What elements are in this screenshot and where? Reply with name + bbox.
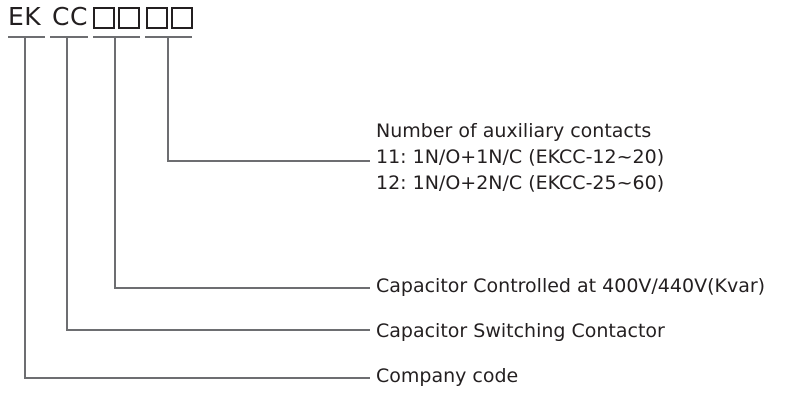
callout-auxiliary-title: Number of auxiliary contacts [376, 120, 652, 142]
callout-auxiliary-option-12: 12: 1N/O+2N/C (EKCC-25~60) [376, 172, 665, 194]
code-segment-product: CC [52, 2, 88, 31]
code-box-kvar-2 [118, 7, 140, 29]
callout-auxiliary-option-11: 11: 1N/O+1N/C (EKCC-12~20) [376, 146, 665, 168]
code-segment-company: EK [8, 2, 42, 31]
callout-capacitor-switching-contactor: Capacitor Switching Contactor [376, 320, 665, 342]
code-box-kvar-1 [93, 7, 115, 29]
callout-capacitor-kvar: Capacitor Controlled at 400V/440V(Kvar) [376, 275, 766, 297]
callout-company-code: Company code [376, 365, 519, 387]
code-box-auxiliary-1 [146, 7, 168, 29]
leader-kvar [114, 37, 370, 289]
leader-company [24, 37, 370, 379]
leader-contactor [66, 37, 370, 331]
leader-auxiliary [167, 37, 370, 162]
code-box-auxiliary-2 [171, 7, 193, 29]
